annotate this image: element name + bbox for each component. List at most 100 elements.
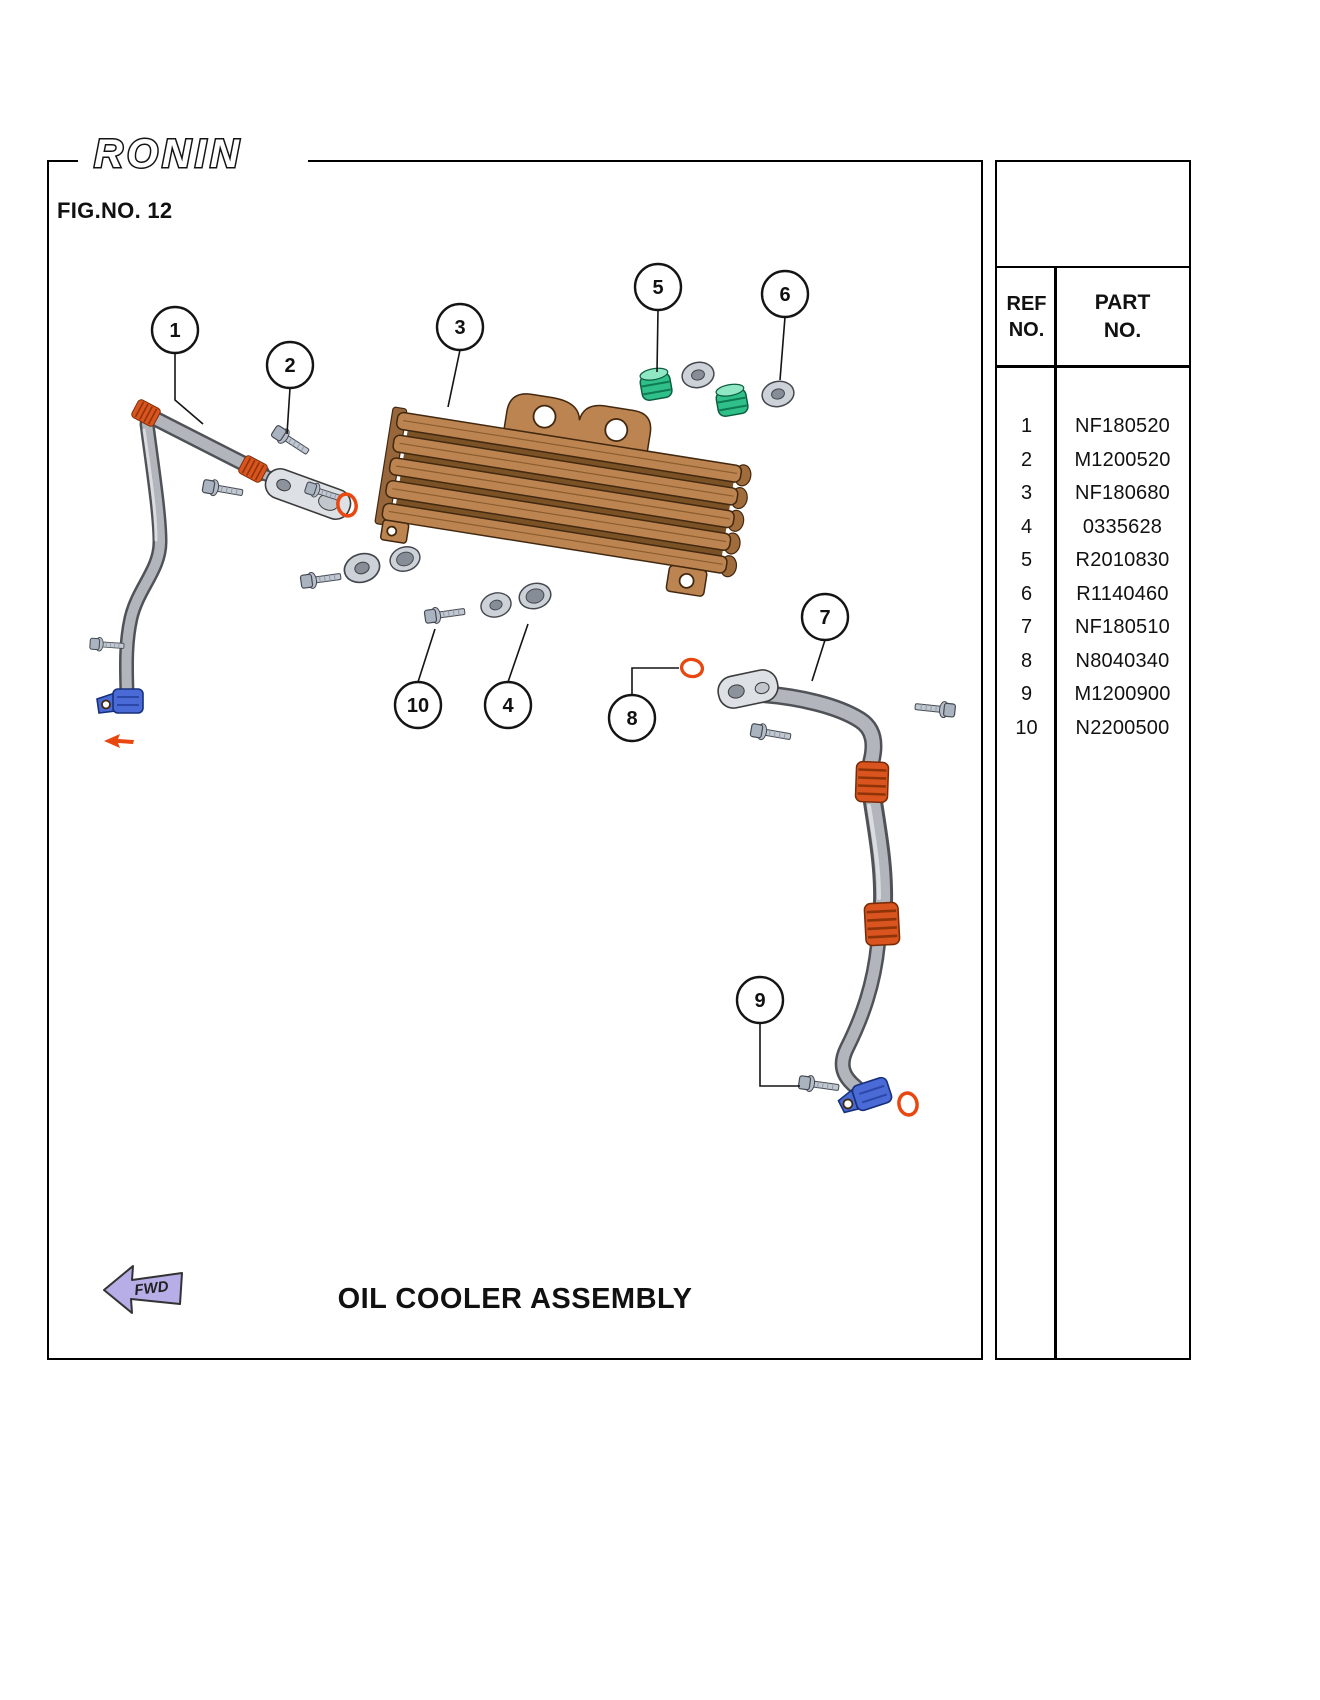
callout-2: 2	[265, 340, 315, 435]
fwd-label: FWD	[133, 1278, 169, 1299]
bracket-hole	[604, 418, 629, 442]
callout-balloon	[393, 680, 443, 730]
ref-no-cell: 2	[1020, 448, 1033, 471]
logo-text: RONIN	[94, 132, 243, 176]
callout-balloon	[265, 340, 315, 390]
leader-line	[779, 316, 786, 381]
bolt	[89, 636, 125, 654]
washer	[759, 377, 797, 411]
ref-no-cell: 5	[1020, 549, 1033, 572]
part-no-cell: R1140460	[1076, 582, 1169, 605]
bolt	[299, 567, 343, 591]
ronin-logo: RONIN	[78, 130, 308, 178]
callout-balloon	[435, 302, 485, 352]
spacer-washer	[386, 542, 424, 576]
callout-number: 1	[169, 320, 180, 342]
leader-line	[286, 387, 291, 435]
table-row: 9 M1200900	[997, 678, 1189, 712]
part-header-line1: PART	[1094, 291, 1151, 315]
washer	[679, 358, 717, 392]
cooler-plates	[381, 411, 752, 578]
blue-pipe-clamp	[96, 688, 144, 714]
diagram-frame	[47, 160, 983, 1360]
oil-cooler-core	[374, 393, 752, 597]
leader-line	[447, 349, 461, 408]
callout-balloon	[760, 269, 810, 319]
bracket-hole	[532, 404, 557, 429]
callout-number: 6	[779, 284, 790, 306]
table-row: 6 R1140460	[997, 578, 1189, 612]
ref-header-line2: NO.	[1008, 318, 1045, 341]
callout-10: 10	[393, 628, 443, 730]
bolt	[423, 602, 467, 626]
ref-no-cell: 1	[1020, 415, 1033, 438]
leader-line	[174, 353, 204, 425]
pipe-flange	[717, 669, 779, 709]
ref-no-cell: 10	[1015, 716, 1038, 739]
ref-no-cell: 3	[1020, 482, 1033, 505]
callout-number: 4	[502, 695, 514, 717]
callout-9: 9	[735, 975, 800, 1087]
callout-8: 8	[607, 667, 679, 743]
part-header-line2: NO.	[1103, 318, 1142, 342]
callout-4: 4	[483, 623, 533, 730]
part-no-cell: M1200900	[1074, 683, 1171, 706]
callout-number: 3	[454, 317, 465, 339]
figure-number: FIG.NO. 12	[57, 198, 173, 223]
part-no-cell: R2010830	[1075, 549, 1170, 572]
blue-pipe-clamp	[837, 1076, 893, 1114]
fwd-arrow: FWD	[103, 1265, 183, 1314]
ref-no-cell: 7	[1020, 616, 1033, 639]
o-ring	[895, 1089, 921, 1119]
callout-balloon	[735, 975, 785, 1025]
callout-balloon	[150, 305, 200, 355]
leader-line	[507, 623, 529, 683]
bolt	[797, 1073, 841, 1097]
table-empty-header	[997, 162, 1189, 268]
callout-layer: 1 2 3 5 6 7 8 9 10 4	[150, 262, 850, 1087]
callout-balloon	[483, 680, 533, 730]
callout-number: 5	[652, 277, 663, 299]
callout-balloon	[607, 693, 657, 743]
rubber-grommet	[713, 381, 751, 419]
callout-6: 6	[760, 269, 810, 381]
figure-title: OIL COOLER ASSEMBLY	[337, 1283, 693, 1315]
callout-number: 2	[284, 355, 295, 377]
callout-number: 10	[407, 695, 429, 717]
ref-no-cell: 4	[1020, 515, 1033, 538]
callout-5: 5	[633, 262, 683, 373]
ref-no-cell: 9	[1020, 683, 1033, 706]
leader-line	[759, 1023, 800, 1087]
part-no-cell: NF180520	[1075, 415, 1170, 438]
leader-line	[631, 667, 679, 695]
bolt	[749, 721, 793, 746]
table-row: 1 NF180520	[997, 410, 1189, 444]
callout-number: 7	[819, 607, 830, 629]
part-no-cell: N2200500	[1075, 716, 1170, 739]
bolt	[269, 422, 313, 460]
callout-balloon	[800, 592, 850, 642]
ref-header-line1: REF	[1006, 292, 1047, 315]
rubber-grommet	[637, 365, 675, 403]
callout-1: 1	[150, 305, 204, 425]
ref-no-cell: 6	[1020, 582, 1033, 605]
callout-3: 3	[435, 302, 485, 408]
ref-no-header: REF NO.	[997, 268, 1056, 365]
hose-coupler-orange	[854, 760, 890, 804]
callout-number: 9	[754, 990, 765, 1012]
table-row: 5 R2010830	[997, 544, 1189, 578]
table-row: 10 N2200500	[997, 712, 1189, 746]
callout-7: 7	[800, 592, 850, 682]
bolt	[913, 697, 957, 720]
callout-balloon	[633, 262, 683, 312]
direction-mark	[104, 734, 134, 748]
part-no-header: PART NO.	[1056, 268, 1189, 365]
right-oil-pipe	[717, 669, 902, 1114]
